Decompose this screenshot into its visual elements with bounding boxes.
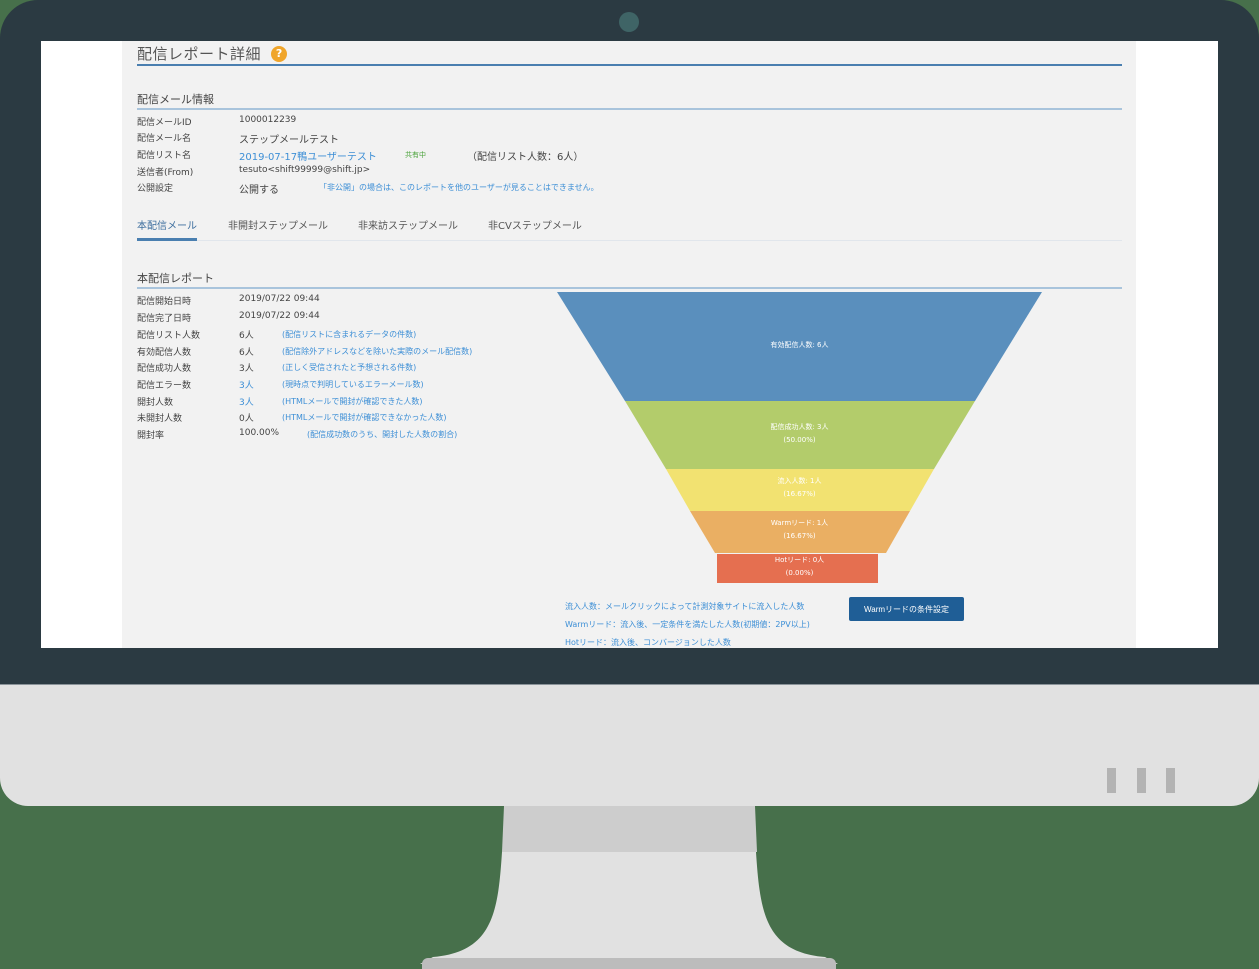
- report-row: 配信成功人数 3人 (正しく受信されたと予想される件数): [137, 361, 537, 377]
- legend-warm: Warmリード：流入後、一定条件を満たした人数(初期値：2PV以上): [565, 620, 810, 629]
- legend-inflow: 流入人数：メールクリックによって計測対象サイトに流入した人数: [565, 602, 805, 611]
- help-icon[interactable]: ?: [271, 45, 288, 62]
- funnel-stage-warm: [690, 511, 910, 553]
- info-row-list-name: 配信リスト名 2019-07-17鴨ユーザーテスト 共有中 （配信リスト人数：6…: [137, 148, 637, 164]
- info-value: ステップメールテスト: [239, 135, 339, 146]
- tab-unvisited-step[interactable]: 非来訪ステップメール: [358, 221, 458, 232]
- report-value: 6人: [239, 348, 254, 358]
- report-note: (HTMLメールで開封が確認できた人数): [282, 397, 423, 406]
- funnel-label: 有効配信人数: 6人: [770, 341, 829, 349]
- visibility-note: 「非公開」の場合は、このレポートを他のユーザーが見ることはできません。: [319, 183, 599, 192]
- opened-count-link[interactable]: 3人: [239, 398, 254, 408]
- report-label: 開封率: [137, 431, 165, 441]
- funnel-stage-inflow: [666, 469, 934, 511]
- funnel-label: 配信成功人数: 3人(50.00%): [770, 423, 829, 444]
- tab-main-mail[interactable]: 本配信メール: [137, 217, 197, 241]
- list-count: （配信リスト人数：6人）: [467, 152, 584, 163]
- page-title: 配信レポート詳細: [137, 45, 262, 63]
- report-label: 未開封人数: [137, 414, 183, 424]
- report-row: 未開封人数 0人 (HTMLメールで開封が確認できなかった人数): [137, 411, 537, 427]
- report-label: 配信開始日時: [137, 297, 192, 307]
- funnel-label: Hotリード: 0人(0.00%): [774, 556, 825, 577]
- monitor-stand: [420, 852, 838, 964]
- monitor-chin: [0, 684, 1259, 806]
- report-label: 配信リスト人数: [137, 331, 201, 341]
- info-label: 配信メール名: [137, 134, 192, 144]
- monitor-stand-base: [422, 958, 836, 969]
- info-label: 配信メールID: [137, 118, 192, 128]
- tab-unopened-step[interactable]: 非開封ステップメール: [228, 221, 328, 232]
- report-note: (配信成功数のうち、開封した人数の割合): [307, 430, 458, 439]
- report-tabs: 本配信メール 非開封ステップメール 非来訪ステップメール 非CVステップメール: [137, 215, 1122, 241]
- report-note: (配信リストに含まれるデータの件数): [282, 330, 417, 339]
- report-note: (HTMLメールで開封が確認できなかった人数): [282, 413, 447, 422]
- monitor-stand: [502, 806, 757, 852]
- info-label: 配信リスト名: [137, 151, 192, 161]
- report-label: 配信エラー数: [137, 381, 192, 391]
- warm-lead-settings-button[interactable]: Warmリードの条件設定: [849, 597, 964, 621]
- report-value: 3人: [239, 364, 254, 374]
- info-value: 1000012239: [239, 115, 297, 125]
- indicator-light-icon: [1166, 768, 1175, 793]
- info-label: 送信者(From): [137, 168, 194, 178]
- tab-non-cv-step[interactable]: 非CVステップメール: [488, 221, 582, 232]
- page-header: 配信レポート詳細 ?: [137, 43, 1122, 66]
- camera-icon: [619, 12, 639, 32]
- info-label: 公開設定: [137, 184, 174, 194]
- list-name-link[interactable]: 2019-07-17鴨ユーザーテスト: [239, 152, 377, 163]
- report-value: 2019/07/22 09:44: [239, 294, 320, 304]
- report-value: 6人: [239, 331, 254, 341]
- shared-badge: 共有中: [405, 151, 426, 159]
- report-panel: 配信レポート詳細 ? 配信メール情報 配信メールID 1000012239 配信…: [122, 41, 1136, 648]
- report-label: 配信完了日時: [137, 314, 192, 324]
- section-title-mail-info: 配信メール情報: [137, 91, 1122, 110]
- funnel-graphic: [557, 292, 1042, 583]
- report-label: 有効配信人数: [137, 348, 192, 358]
- report-row: 配信エラー数 3人 (現時点で判明しているエラーメール数): [137, 378, 537, 394]
- info-value: 公開する: [239, 185, 279, 196]
- report-row: 開封率 100.00% (配信成功数のうち、開封した人数の割合): [137, 428, 537, 444]
- report-note: (現時点で判明しているエラーメール数): [282, 380, 424, 389]
- legend-hot: Hotリード：流入後、コンバージョンした人数: [565, 638, 731, 647]
- report-row: 配信リスト人数 6人 (配信リストに含まれるデータの件数): [137, 328, 537, 344]
- report-value: 0人: [239, 414, 254, 424]
- report-row: 開封人数 3人 (HTMLメールで開封が確認できた人数): [137, 395, 537, 411]
- indicator-light-icon: [1107, 768, 1116, 793]
- funnel-stage-effective: [557, 292, 1042, 401]
- report-value: 100.00%: [239, 428, 280, 438]
- funnel-stage-delivered: [625, 401, 975, 469]
- report-label: 配信成功人数: [137, 364, 192, 374]
- funnel-stage-hot: [717, 554, 878, 583]
- funnel-label: 流入人数: 1人(16.67%): [777, 477, 822, 498]
- funnel-label: Warmリード: 1人(16.67%): [770, 519, 829, 540]
- info-row-visibility: 公開設定 公開する 「非公開」の場合は、このレポートを他のユーザーが見ることはで…: [137, 181, 737, 197]
- report-note: (正しく受信されたと予想される件数): [282, 363, 417, 372]
- screen: 配信レポート詳細 ? 配信メール情報 配信メールID 1000012239 配信…: [41, 41, 1218, 648]
- report-label: 開封人数: [137, 398, 174, 408]
- indicator-light-icon: [1137, 768, 1146, 793]
- funnel-chart: 有効配信人数: 6人 配信成功人数: 3人(50.00%) 流入人数: 1人(1…: [557, 292, 1042, 584]
- report-row: 有効配信人数 6人 (配信除外アドレスなどを除いた実際のメール配信数): [137, 345, 537, 361]
- error-count-link[interactable]: 3人: [239, 381, 254, 391]
- report-note: (配信除外アドレスなどを除いた実際のメール配信数): [282, 347, 473, 356]
- report-value: 2019/07/22 09:44: [239, 311, 320, 321]
- section-title-report: 本配信レポート: [137, 270, 1122, 289]
- info-value: tesuto<shift99999@shift.jp>: [239, 165, 371, 175]
